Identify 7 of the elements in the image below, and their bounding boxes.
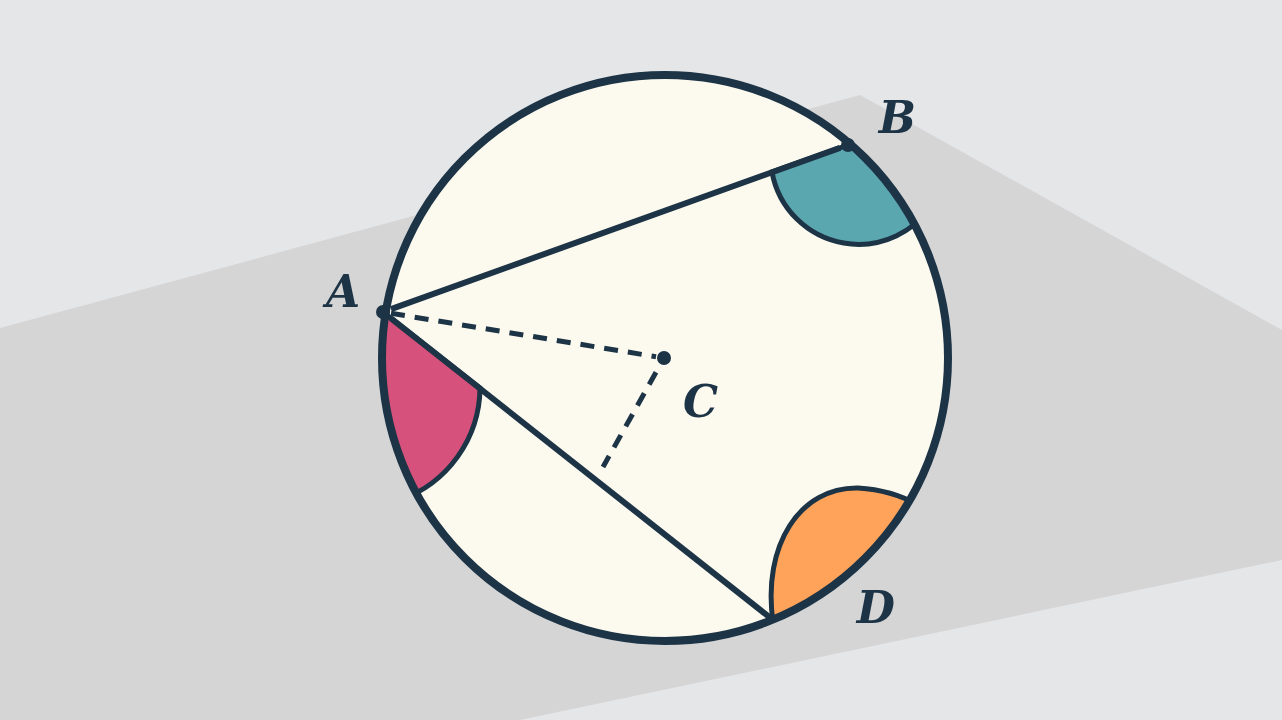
point-label: D <box>856 586 895 630</box>
dashed-line <box>390 310 657 360</box>
point-label: B <box>878 96 916 140</box>
point-label: C <box>682 380 718 424</box>
dashed-line <box>600 371 659 469</box>
chord-line <box>389 315 773 621</box>
chord-line <box>390 145 841 312</box>
